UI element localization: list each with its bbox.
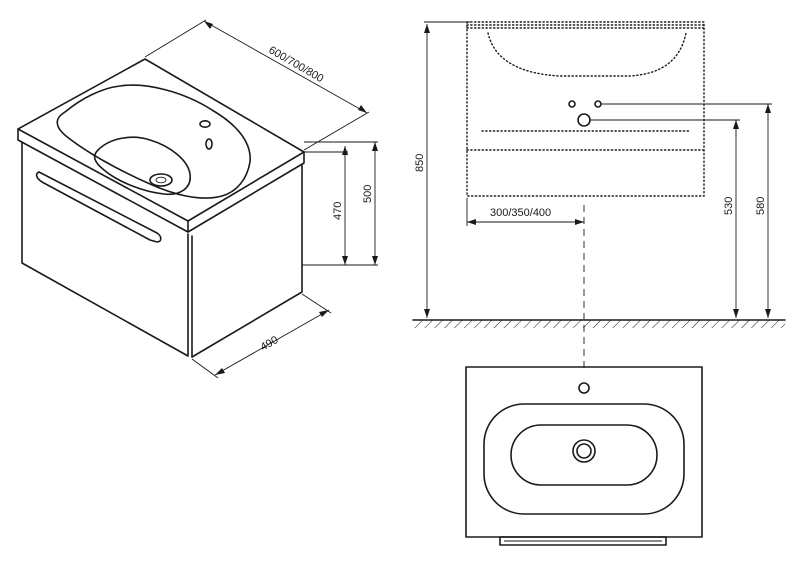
top-cabinet-back xyxy=(499,536,667,546)
iso-drawer-handle xyxy=(35,171,162,243)
iso-total-height-label: 500 xyxy=(362,185,374,203)
iso-depth-label: 490 xyxy=(259,334,281,354)
iso-cabinet-front xyxy=(21,141,189,357)
top-basin-outer xyxy=(483,403,685,515)
iso-front-height-label: 470 xyxy=(332,202,344,220)
iso-drain xyxy=(149,173,173,187)
iso-width-label: 600/700/800 xyxy=(267,44,326,85)
front-cabinet-outline xyxy=(466,21,705,197)
isometric-view: 600/700/800 470 500 490 xyxy=(17,19,378,379)
iso-tap-hole xyxy=(199,120,211,129)
floor-hatch xyxy=(413,320,785,328)
top-drain-inner xyxy=(576,443,592,459)
front-waste-offset-label: 300/350/400 xyxy=(490,207,551,219)
iso-countertop-right-edge xyxy=(187,151,305,233)
iso-cabinet-side xyxy=(191,164,303,358)
front-total-height-label: 850 xyxy=(414,154,426,172)
top-basin-inner xyxy=(510,424,658,486)
front-waste-height-label: 530 xyxy=(723,197,735,215)
top-drain-outer xyxy=(572,439,596,463)
iso-basin-inner xyxy=(93,136,191,196)
front-supply-hole-right xyxy=(594,100,602,108)
iso-countertop-top xyxy=(17,58,305,222)
front-supply-height-label: 580 xyxy=(755,197,767,215)
iso-width-dim-line xyxy=(203,20,368,114)
iso-basin-outer xyxy=(56,84,251,199)
front-supply-hole-left xyxy=(568,100,576,108)
iso-overflow-hole xyxy=(205,138,213,150)
top-view xyxy=(465,366,703,546)
front-view: 850 300/350/400 530 580 xyxy=(412,21,786,370)
top-tap-hole xyxy=(578,382,590,394)
iso-countertop-front-edge xyxy=(17,128,189,233)
iso-depth-dim-line xyxy=(214,309,330,376)
front-basin-hidden xyxy=(487,32,687,77)
front-waste-hole xyxy=(577,113,591,127)
